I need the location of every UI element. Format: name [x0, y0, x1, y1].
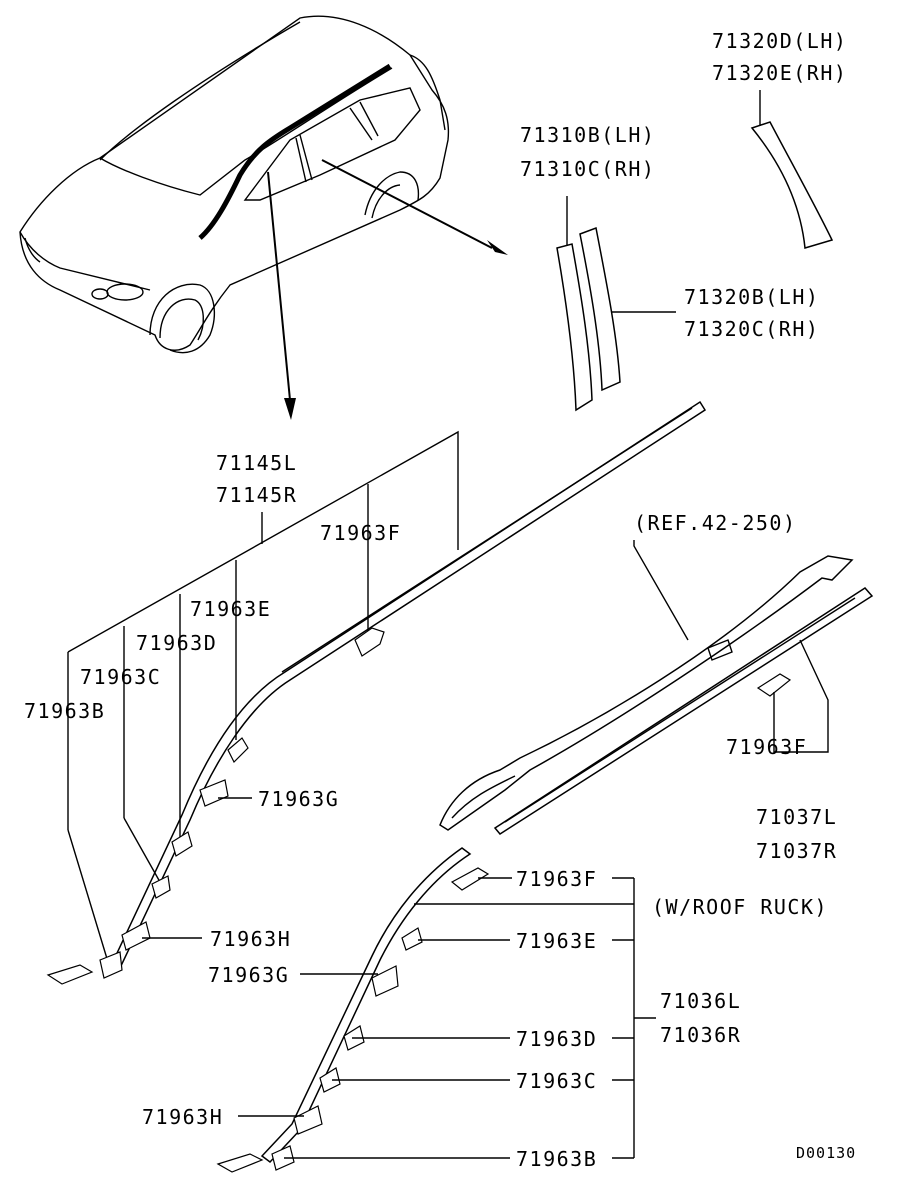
- label-71320c: 71320C(RH): [684, 317, 819, 341]
- diagram-code: D00130: [796, 1144, 856, 1162]
- label-71963e-a: 71963E: [190, 597, 271, 621]
- label-71310c: 71310C(RH): [520, 157, 655, 181]
- roof-molding-71145: [46, 400, 707, 985]
- label-71310b: 71310B(LH): [520, 123, 655, 147]
- vehicle-illustration: [19, 15, 508, 420]
- label-71963e-b: 71963E: [516, 929, 597, 953]
- label-71963f-r: 71963F: [726, 735, 807, 759]
- label-71036l: 71036L: [660, 989, 741, 1013]
- label-71963f-b: 71963F: [516, 867, 597, 891]
- label-71145l: 71145L: [216, 451, 297, 475]
- label-71036r: 71036R: [660, 1023, 741, 1047]
- label-71145r: 71145R: [216, 483, 297, 507]
- label-ref: (REF.42-250): [634, 511, 797, 535]
- label-71963h-a: 71963H: [210, 927, 291, 951]
- label-roof-rack: (W/ROOF RUCK): [652, 895, 828, 919]
- label-71963h-b: 71963H: [142, 1105, 223, 1129]
- roof-molding-71036: [216, 847, 656, 1173]
- label-71963c-b: 71963C: [516, 1069, 597, 1093]
- label-71963d-a: 71963D: [136, 631, 217, 655]
- roof-rack-assembly: [439, 540, 874, 835]
- label-71963c-a: 71963C: [80, 665, 161, 689]
- label-71963f-a: 71963F: [320, 521, 401, 545]
- pillar-moldings: [556, 90, 834, 412]
- label-71037l: 71037L: [756, 805, 837, 829]
- label-71963d-b: 71963D: [516, 1027, 597, 1051]
- label-71963g-a: 71963G: [258, 787, 339, 811]
- label-71037r: 71037R: [756, 839, 837, 863]
- label-71320b: 71320B(LH): [684, 285, 819, 309]
- label-71963g-b: 71963G: [208, 963, 289, 987]
- label-71320e: 71320E(RH): [712, 61, 847, 85]
- label-71320d: 71320D(LH): [712, 29, 847, 53]
- label-71963b-b: 71963B: [516, 1147, 597, 1171]
- label-71963b-a: 71963B: [24, 699, 105, 723]
